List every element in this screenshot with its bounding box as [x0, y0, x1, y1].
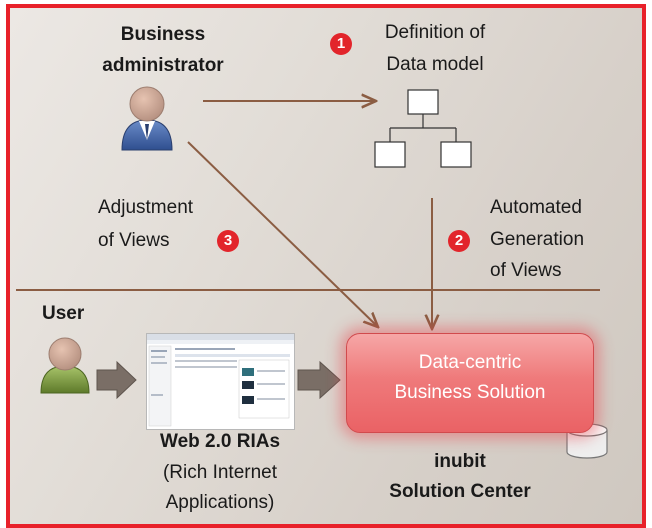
ria-screenshot-thumbnail [146, 333, 295, 430]
step-2-line3: of Views [490, 260, 562, 281]
ria-label-line3: Applications) [165, 492, 275, 513]
admin-label-line1: Business [120, 24, 206, 45]
step-3-badge: 3 [217, 230, 239, 252]
data-centric-solution-box: Data-centric Business Solution [346, 333, 594, 433]
ria-label-line1: Web 2.0 RIAs [159, 431, 281, 452]
user-label: User [42, 303, 85, 324]
user-person-icon [40, 337, 90, 394]
solution-line2: Business Solution [394, 382, 546, 403]
diagram-frame [6, 4, 646, 528]
step-1-line2: Data model [386, 54, 484, 75]
administrator-person-icon [121, 86, 173, 151]
ria-label-line2: (Rich Internet [162, 462, 278, 483]
ria-to-solution-arrow [297, 360, 341, 400]
data-model-tree-icon [374, 89, 472, 168]
center-label-line1: inubit [434, 451, 486, 472]
step-2-line1: Automated [490, 197, 582, 218]
step-2-badge: 2 [448, 230, 470, 252]
user-to-ria-arrow [96, 360, 137, 400]
center-label-line2: Solution Center [389, 481, 531, 502]
step-2-line2: Generation [490, 229, 585, 250]
adjustment-arrow [187, 141, 378, 327]
solution-line1: Data-centric [418, 352, 522, 373]
step-1-line1: Definition of [384, 22, 486, 43]
ria-screenshot-graphic [147, 334, 294, 427]
step-3-line2: of Views [98, 230, 170, 251]
step-1-badge: 1 [330, 33, 352, 55]
admin-label-line2: administrator [102, 55, 224, 76]
step-3-line1: Adjustment [98, 197, 194, 218]
